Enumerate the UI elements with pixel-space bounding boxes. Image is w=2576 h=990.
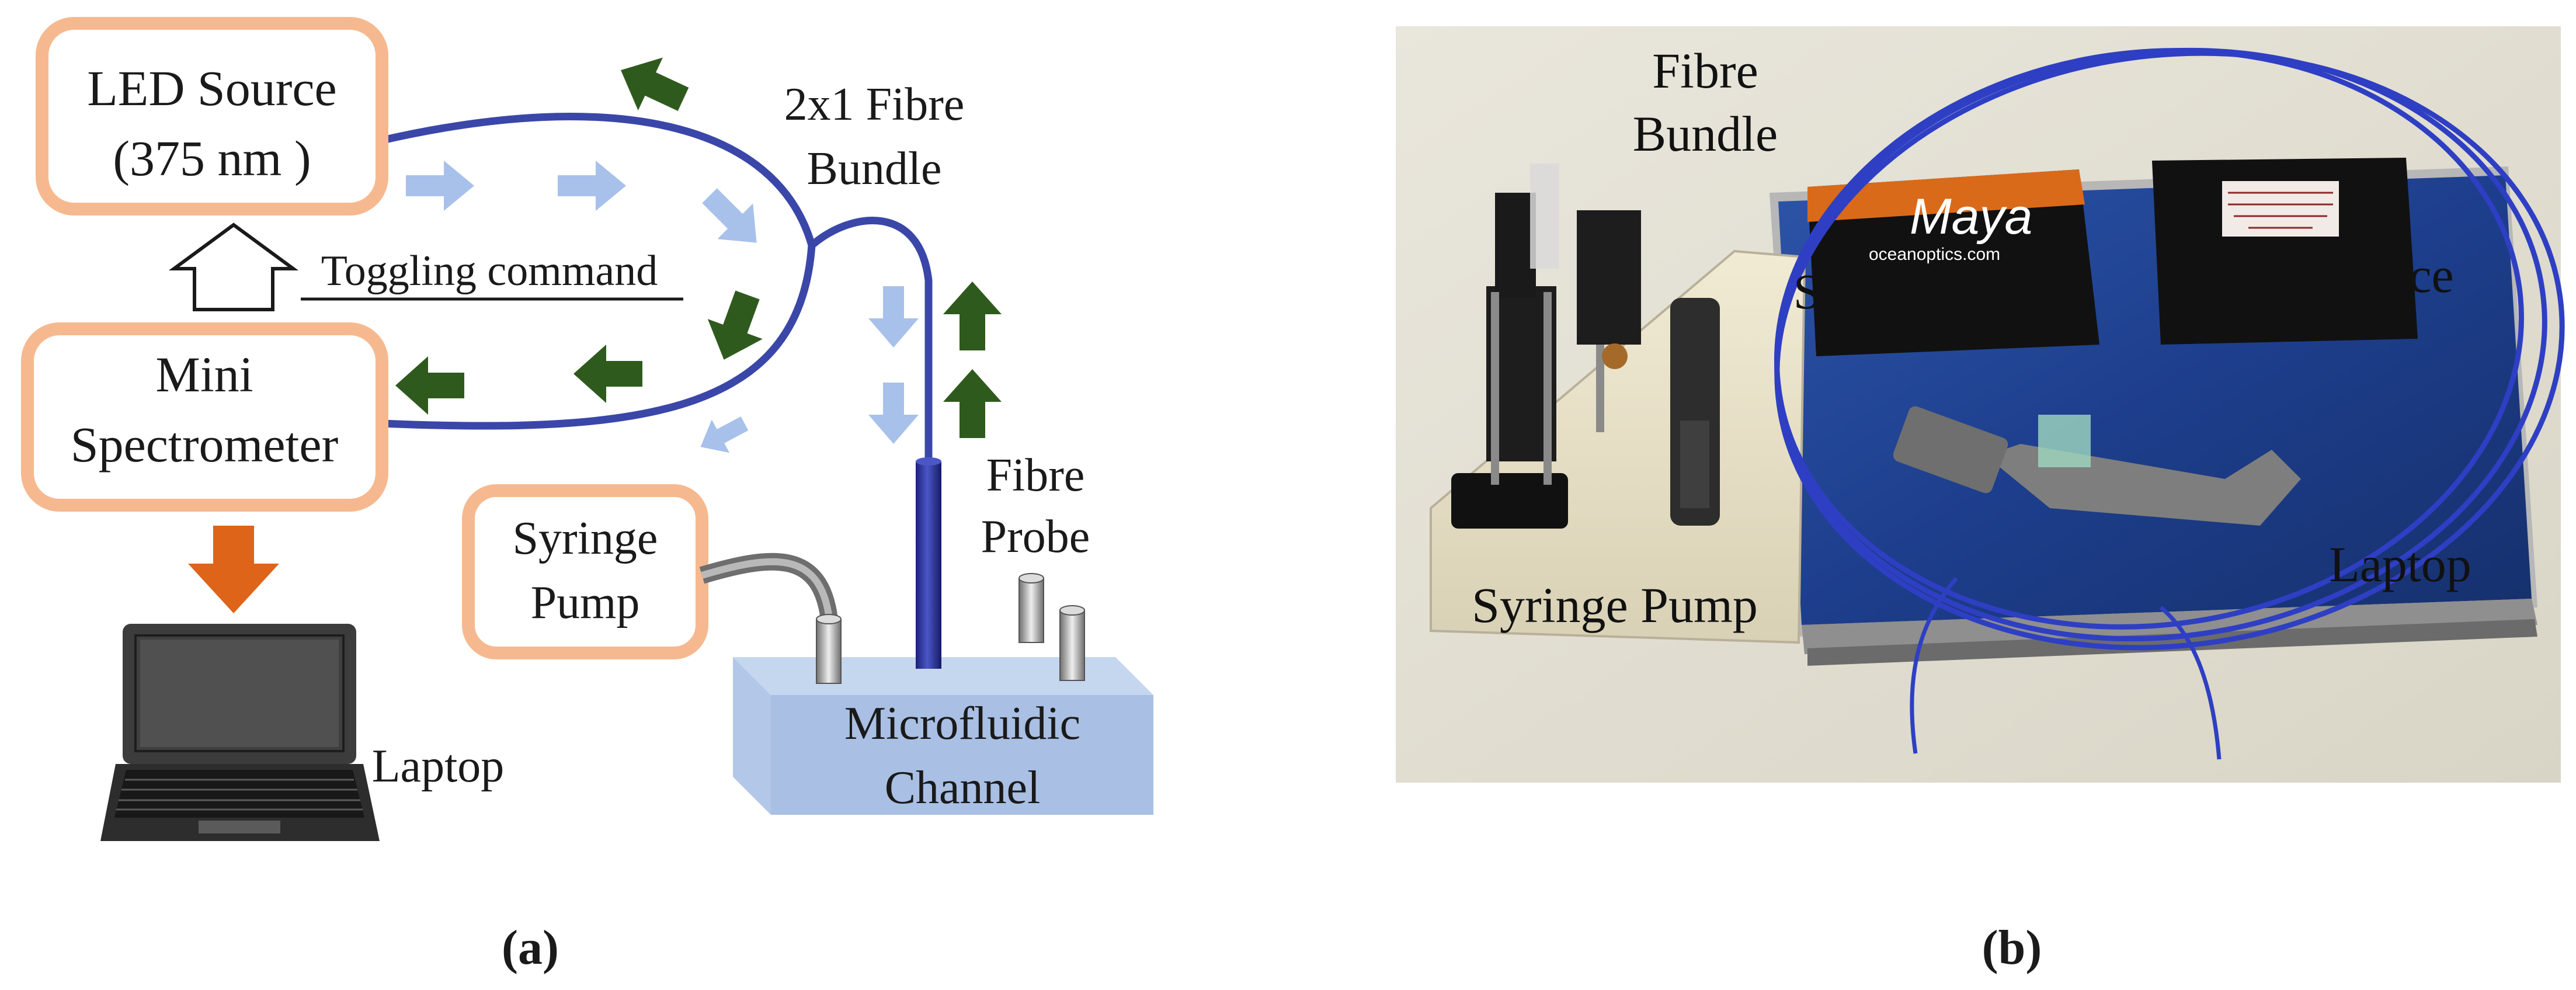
caption-b: (b) — [1982, 920, 2042, 975]
return-arrow-1 — [621, 57, 689, 111]
photo-led-source-label: LED Source — [2204, 247, 2453, 303]
photo-syringe-pump — [1430, 164, 1806, 644]
oceanoptics-text: oceanoptics.com — [1869, 245, 2000, 264]
photo-fibre-bundle-label-line1: Fibre — [1652, 43, 1758, 99]
mini-spectrometer-label-line1: Mini — [155, 346, 253, 402]
led-source-label-line1: LED Source — [87, 60, 336, 116]
fibre-bundle-lower-line — [378, 241, 816, 430]
photo-led-source — [2152, 158, 2418, 345]
led-source-box — [36, 17, 388, 216]
spectrometer-to-laptop-arrow — [188, 526, 279, 613]
light-arrow-2 — [558, 161, 626, 211]
toggling-command-label: Toggling command — [321, 247, 658, 295]
panel-a-schematic: LED Source (375 nm ) Toggling command Mi… — [21, 17, 1153, 975]
laptop-icon — [100, 624, 380, 841]
return-arrow-2 — [707, 290, 763, 360]
photo-spectrometer-label: Spectrometer — [1793, 263, 2061, 319]
return-arrow-6 — [943, 369, 1002, 438]
fibre-probe-label-line2: Probe — [981, 511, 1090, 562]
microfluidic-channel-block — [733, 573, 1153, 815]
caption-a: (a) — [502, 920, 559, 975]
mini-spectrometer-label-line2: Spectrometer — [71, 416, 338, 473]
syringe-pump-label-line1: Syringe — [513, 513, 658, 564]
fibre-bundle-upper-line — [378, 113, 816, 249]
return-arrow-4 — [395, 356, 464, 415]
photo-fibre-loops — [1774, 47, 2565, 651]
fibre-probe-label-line1: Fibre — [986, 450, 1085, 501]
fibre-to-probe-line — [808, 217, 933, 471]
photo-laptop-label: Laptop — [2329, 536, 2471, 592]
photo-ribbon-cable — [1893, 406, 2301, 526]
return-signal-arrows — [395, 57, 1002, 438]
syringe-pump-label-line2: Pump — [531, 577, 640, 628]
maya-brand-text: Maya — [1910, 189, 2032, 245]
return-arrow-3 — [573, 345, 642, 403]
toggling-command-arrow — [168, 223, 299, 311]
panel-b-photo: Maya oceanoptics.com — [1396, 26, 2565, 975]
photo-spectrometer: Maya oceanoptics.com — [1807, 169, 2099, 356]
light-arrow-1 — [406, 161, 474, 211]
microfluidic-label-line1: Microfluidic — [844, 698, 1080, 749]
fibre-bundle-label-line1: 2x1 Fibre — [784, 79, 965, 130]
microfluidic-label-line2: Channel — [885, 762, 1041, 814]
mini-spectrometer-box — [21, 322, 388, 512]
light-arrow-4 — [868, 286, 919, 348]
fibre-probe — [916, 461, 941, 669]
light-arrow-5 — [868, 383, 919, 444]
fibre-bundle-label-line2: Bundle — [806, 143, 941, 194]
laptop-label: Laptop — [372, 741, 505, 792]
photo-syringe-pump-label: Syringe Pump — [1472, 577, 1758, 633]
photo-fibre-bundle-label-line2: Bundle — [1633, 106, 1778, 162]
led-source-label-line2: (375 nm ) — [113, 130, 311, 186]
photo-fibre-tails — [1910, 576, 2222, 760]
light-arrow-6 — [700, 416, 749, 453]
return-arrow-5 — [943, 282, 1002, 350]
light-arrow-3 — [702, 188, 757, 243]
excitation-light-arrows — [406, 161, 919, 453]
